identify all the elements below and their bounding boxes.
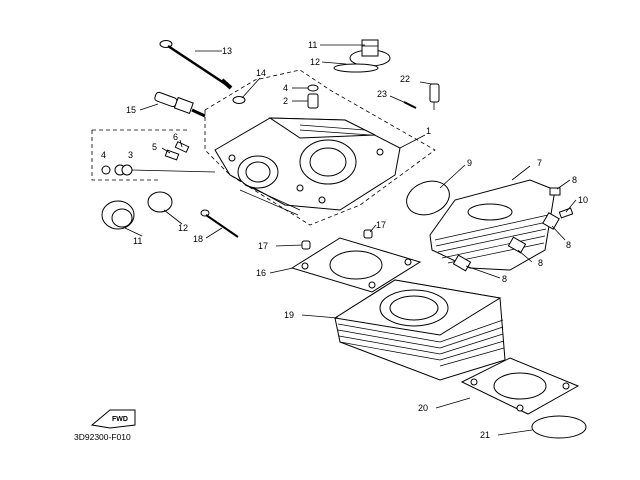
dowel-17a [301,240,311,250]
o-ring-left-12 [147,191,173,213]
callout-17-b: 17 [376,220,386,230]
bolts-8-10 [452,187,574,272]
callout-16: 16 [256,268,266,278]
callout-9: 9 [467,158,472,168]
fwd-arrow: FWD [90,409,136,429]
callout-11-left: 11 [133,236,142,246]
washer-4-top [307,84,319,92]
callout-17-a: 17 [258,241,268,251]
spark-plug-15 [154,91,206,118]
callout-19: 19 [284,310,294,320]
tappet-cover-left-11 [101,200,135,230]
head-gasket-16 [290,237,422,293]
callout-12-top: 12 [310,57,320,67]
callout-7: 7 [537,158,542,168]
callout-20: 20 [418,403,428,413]
diagram-code: 3D92300-F010 [74,432,131,442]
callout-2: 2 [283,96,288,106]
callout-labels: 13 11 12 14 4 2 22 23 15 1 6 5 4 3 9 7 8… [101,40,588,440]
callout-4-left: 4 [101,150,106,160]
callout-11-top: 11 [308,40,317,50]
base-gasket-20 [460,357,580,415]
callout-18: 18 [193,234,203,244]
callout-6: 6 [173,132,178,142]
svg-text:FWD: FWD [112,416,128,423]
callout-13: 13 [222,46,232,56]
callout-15: 15 [126,105,136,115]
cylinder-19 [333,279,506,381]
callout-8-d: 8 [502,274,507,284]
o-ring-top-12 [333,63,379,73]
bolt-18 [200,209,239,238]
o-ring-21 [531,415,587,439]
dowel-pin-2 [307,93,319,109]
callout-8-a: 8 [572,175,577,185]
callout-5: 5 [152,142,157,152]
assembly-group-outline [91,69,436,226]
long-bolt-13 [159,40,233,90]
callout-8-b: 8 [566,240,571,250]
sensor-22 [429,83,440,110]
cylinder-head-1 [214,117,401,216]
callout-4-top: 4 [283,83,288,93]
leader-lines [124,44,577,436]
callout-23: 23 [377,89,387,99]
callout-8-c: 8 [538,258,543,268]
small-parts-left [101,141,216,176]
tappet-cover-top-11 [349,39,391,67]
callout-14: 14 [256,68,266,78]
callout-3: 3 [128,150,133,160]
callout-12-left: 12 [178,223,188,233]
callout-22: 22 [400,74,410,84]
callout-21: 21 [480,430,490,440]
o-ring-9 [406,180,450,216]
callout-1: 1 [426,126,431,136]
callout-10: 10 [578,195,588,205]
washer-14 [232,96,246,104]
